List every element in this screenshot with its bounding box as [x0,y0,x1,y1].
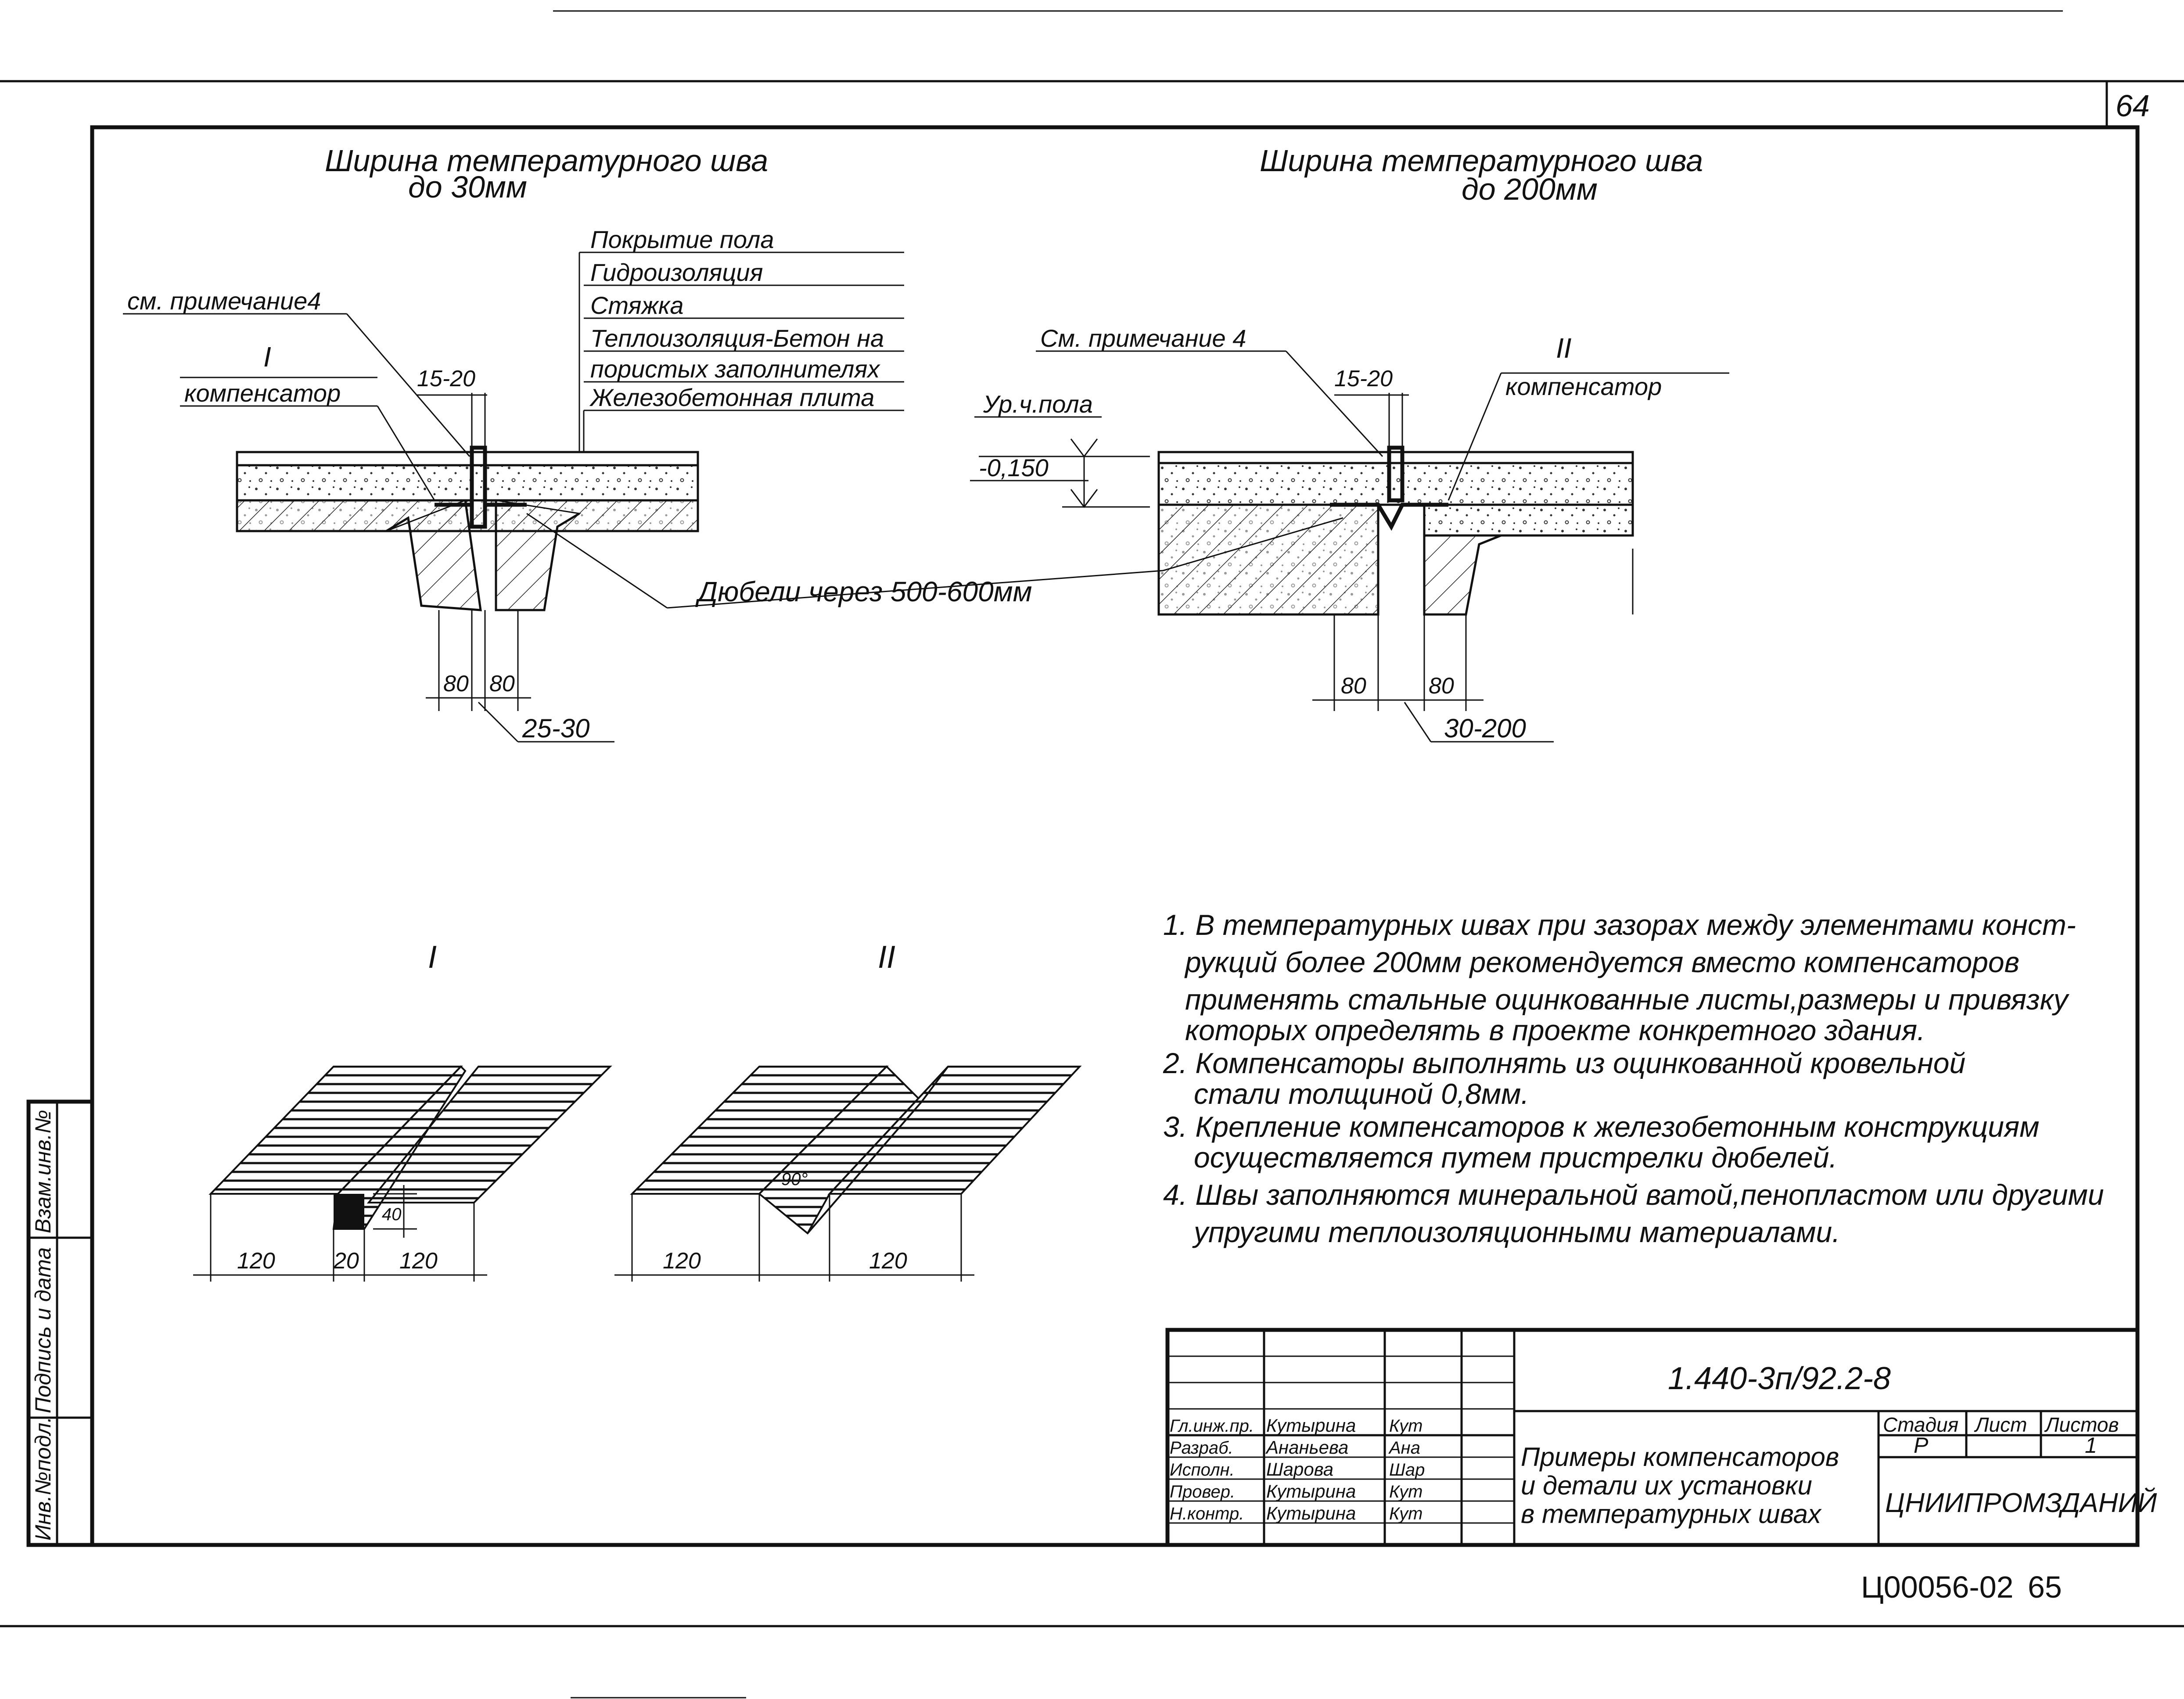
layer-rc-slab: Железобетонная плита [589,384,874,411]
iso-II-angle: 90° [781,1170,808,1189]
left-note-ref: см. примечание4 [127,287,321,315]
tb-role-2: Разраб. [1170,1438,1233,1458]
left-dim-gap: 25-30 [522,714,589,743]
tb-name-4: Кутырина [1266,1481,1356,1501]
right-dim-left: 80 [1341,673,1366,699]
left-title-line2: до 30мм [408,170,527,204]
left-dim-right: 80 [489,671,515,697]
left-dim-left: 80 [443,671,469,697]
tb-stage-header: Стадия [1883,1413,1958,1436]
tb-sheets: 1 [2085,1433,2097,1458]
note-line-5: 2. Компенсаторы выполнять из оцинкованно… [1163,1047,1965,1079]
tb-sign-5: Кут [1389,1504,1422,1523]
level-value: -0,150 [979,454,1049,481]
iso-II-dim-right: 120 [869,1248,907,1274]
iso-I-dim-mid: 20 [333,1248,359,1274]
sheet-number: 64 [2116,89,2150,123]
tb-sign-3: Шар [1389,1460,1425,1480]
layer-insulation-2: пористых заполнителях [590,355,880,383]
archive-code: Ц00056-02 [1861,1570,2014,1604]
iso-detail-I: I 120 20 120 40 [193,940,612,1282]
tb-sign-4: Кут [1389,1482,1422,1501]
right-dim-right: 80 [1429,673,1454,699]
tb-title-3: в температурных швах [1521,1499,1822,1529]
iso-I-dim-right: 120 [399,1248,438,1274]
note-line-8: осуществляется путем пристрелки дюбелей. [1194,1141,1837,1174]
iso-II-dim-left: 120 [663,1248,701,1274]
note-line-2: рукций более 200мм рекомендуется вместо … [1184,946,2019,978]
layer-insulation: Теплоизоляция-Бетон на [590,324,884,352]
archive-page: 65 [2028,1570,2062,1604]
floor-level-label: Ур.ч.пола [983,390,1093,418]
right-title-line2: до 200мм [1462,172,1598,206]
note-line-1: 1. В температурных швах при зазорах межд… [1163,909,2076,941]
side-stamp-sign: Подпись и дата [31,1247,55,1413]
tb-title-1: Примеры компенсаторов [1521,1442,1839,1472]
right-note-ref: См. примечание 4 [1040,324,1246,352]
doc-code: 1.440-3п/92.2-8 [1668,1361,1891,1396]
tb-org: ЦНИИПРОМЗДАНИЙ [1885,1487,2157,1518]
side-stamp-replace: Взам.инв.№ [31,1110,55,1233]
right-title-line1: Ширина температурного шва [1260,144,1703,178]
left-gap-top: 15-20 [417,366,475,392]
title-block: 1.440-3п/92.2-8 Примеры компенсаторов и … [1165,1328,2157,1547]
tb-name-3: Шарова [1266,1459,1333,1480]
tb-title-2: и детали их установки [1521,1471,1812,1500]
note-line-4: которых определять в проекте конкретного… [1185,1014,1925,1046]
tb-sheets-header: Листов [2044,1413,2119,1436]
iso-detail-II: II 120 120 90° [614,940,1082,1282]
tb-role-4: Провер. [1170,1482,1235,1501]
right-gap-top: 15-20 [1334,366,1393,392]
tb-name-1: Кутырина [1266,1415,1356,1436]
side-stamp: Инв.№подл. Подпись и дата Взам.инв.№ [26,1099,94,1547]
note-line-9: 4. Швы заполняются минеральной ватой,пен… [1163,1178,2104,1211]
tb-sign-1: Кут [1389,1416,1422,1436]
left-mark: I [263,341,271,373]
sheet-frame [0,10,2184,1699]
layer-screed: Стяжка [590,291,684,319]
right-dim-gap: 30-200 [1444,714,1526,743]
iso-II-label: II [878,940,895,975]
tb-role-1: Гл.инж.пр. [1170,1416,1254,1436]
tb-sheet-header: Лист [1974,1413,2027,1436]
left-detail: Ширина температурного шва до 30мм Покрыт… [123,144,1164,743]
dowels-label: Дюбели через 500-600мм [695,576,1032,607]
right-detail: Ширина температурного шва до 200мм См. п… [970,144,1729,743]
notes-block: 1. В температурных швах при зазорах межд… [1163,909,2104,1248]
tb-sign-2: Ана [1388,1438,1420,1458]
tb-name-2: Ананьева [1265,1437,1348,1458]
layer-floor-cover: Покрытие пола [590,226,774,253]
note-line-7: 3. Крепление компенсаторов к железобетон… [1163,1110,2039,1143]
layer-waterproofing: Гидроизоляция [590,259,763,286]
left-mark-label: компенсатор [184,379,341,407]
right-mark-label: компенсатор [1505,373,1662,400]
tb-stage: Р [1914,1433,1929,1458]
right-mark: II [1556,332,1572,364]
iso-I-height: 40 [382,1205,402,1224]
note-line-3: применять стальные оцинкованные листы,ра… [1185,983,2070,1016]
iso-I-label: I [428,940,437,975]
tb-role-5: Н.контр. [1170,1504,1244,1523]
tb-name-5: Кутырина [1266,1503,1356,1523]
tb-role-3: Исполн. [1170,1460,1235,1480]
note-line-6: стали толщиной 0,8мм. [1194,1078,1529,1110]
layer-leaders [578,251,904,452]
side-stamp-inv: Инв.№подл. [31,1417,55,1541]
note-line-10: упругими теплоизоляционными материалами. [1192,1216,1840,1248]
iso-I-dim-left: 120 [237,1248,275,1274]
left-title-line1: Ширина температурного шва [325,144,768,178]
